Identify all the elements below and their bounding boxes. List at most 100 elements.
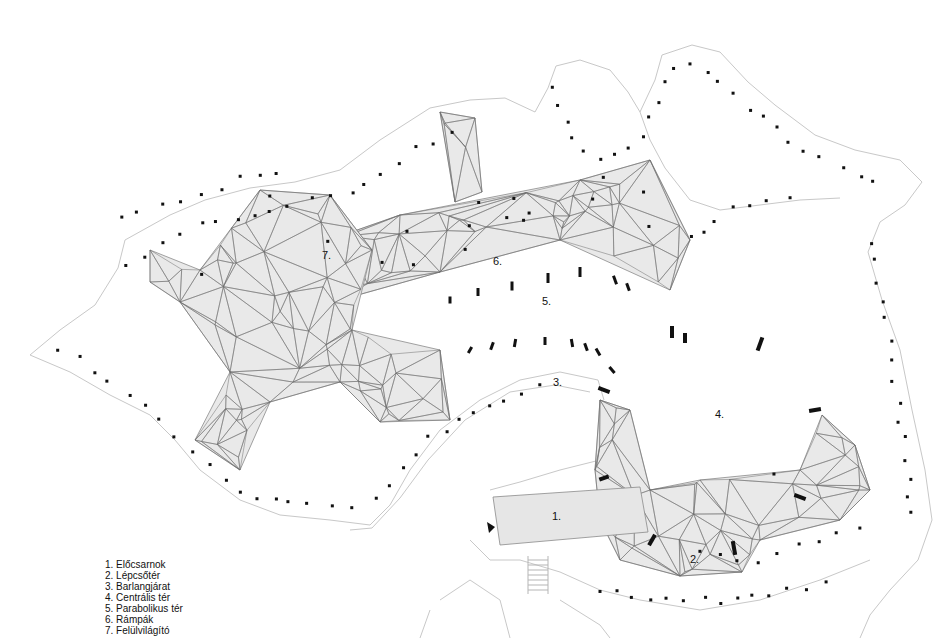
mesh-edge [217, 430, 247, 444]
column-dot [239, 175, 242, 178]
mesh-edge [670, 240, 690, 290]
mesh-edge [223, 263, 236, 286]
mesh-edge [706, 530, 721, 544]
column-dot [732, 205, 735, 208]
mesh-edge [399, 215, 401, 234]
mesh-edge [360, 337, 369, 365]
mesh-edge [399, 234, 410, 271]
mesh-edge [464, 193, 527, 220]
mesh-edge [650, 483, 697, 490]
column-dot [379, 173, 382, 176]
mesh-edge [447, 230, 475, 232]
mesh-edge [760, 517, 799, 540]
mesh-edge [425, 256, 440, 272]
mesh-edge [352, 330, 360, 366]
mesh-edge [859, 467, 860, 486]
mesh-edge [334, 289, 360, 302]
mesh-edge [236, 263, 274, 296]
mesh-edge [386, 408, 399, 421]
mesh-edge [321, 222, 345, 263]
mesh-edge [580, 160, 650, 180]
mesh-edge [327, 278, 334, 303]
mesh-edge [232, 190, 260, 228]
mesh-edge [615, 537, 620, 560]
mesh-edge [588, 205, 612, 208]
column-dot [860, 175, 863, 178]
mesh-edge [327, 349, 342, 364]
mesh-edge [351, 227, 372, 250]
mesh-edge [226, 409, 237, 421]
mesh-edge [242, 419, 247, 430]
mesh-edge [440, 112, 444, 124]
mesh-edge [526, 180, 580, 193]
mesh-edge [236, 419, 241, 421]
mesh-edge [289, 278, 327, 293]
mesh-edge [615, 537, 632, 548]
mesh-edge [150, 250, 169, 281]
mesh-edge [817, 485, 860, 486]
mesh-edge [360, 389, 381, 391]
mesh-edge [391, 354, 396, 373]
column-dot [458, 418, 461, 421]
mesh-fill [440, 112, 482, 202]
mesh-edge [334, 303, 350, 329]
mesh-edge [246, 190, 260, 223]
mesh-edge [275, 292, 289, 296]
mesh-edge [360, 366, 383, 386]
mesh-edge [386, 373, 396, 407]
mesh-edge [260, 190, 283, 205]
mesh-edge [612, 440, 650, 490]
mesh-edge [710, 554, 738, 565]
mesh-edge [613, 227, 615, 256]
wall-bar [449, 297, 452, 304]
mesh-edge [300, 349, 328, 368]
mesh-edge [410, 271, 440, 272]
mesh-edge [360, 391, 380, 422]
mesh-edge [619, 203, 653, 245]
mesh-edge [289, 287, 323, 293]
mesh-edge [588, 192, 593, 208]
mesh-edge [466, 147, 482, 192]
mesh-edge [425, 256, 440, 272]
mesh-edge [367, 271, 410, 284]
mesh-edge [238, 457, 240, 470]
mesh-edge [634, 546, 680, 576]
mesh-edge [619, 184, 620, 203]
mesh-edge [600, 440, 613, 448]
mesh-edge [620, 160, 650, 184]
column-dot [642, 135, 645, 138]
mesh-edge [309, 287, 323, 331]
mesh-edge [721, 530, 739, 564]
mesh-edge [340, 381, 359, 383]
mesh-edge [855, 445, 870, 490]
mesh-edge [340, 382, 380, 422]
column-dot [899, 402, 902, 405]
column-dot [225, 479, 228, 482]
column-dot [200, 273, 203, 276]
area-number: 3. [553, 377, 562, 388]
mesh-edge [612, 205, 613, 227]
mesh-edge [858, 486, 860, 490]
mesh-edge [360, 354, 392, 365]
mesh-edge [632, 546, 634, 548]
mesh-edge [350, 305, 354, 329]
mesh-edge [821, 490, 859, 498]
mesh-edge [710, 554, 738, 565]
column-dot [275, 172, 278, 175]
mesh-edge [653, 225, 679, 245]
mesh-edge [700, 479, 730, 481]
mesh-edge [195, 440, 240, 470]
mesh-edge [706, 530, 721, 544]
column-dot [178, 233, 181, 236]
entrance-arrow [487, 522, 495, 533]
mesh-edge [697, 483, 725, 514]
mesh-edge [560, 211, 585, 240]
column-dot [362, 183, 365, 186]
column-dot [735, 559, 738, 562]
mesh-edge [360, 391, 380, 422]
mesh-edge [225, 395, 226, 409]
mesh-edge [283, 205, 321, 222]
column-dot [135, 211, 138, 214]
mesh-edge [293, 368, 300, 382]
mesh-edge [218, 260, 234, 263]
